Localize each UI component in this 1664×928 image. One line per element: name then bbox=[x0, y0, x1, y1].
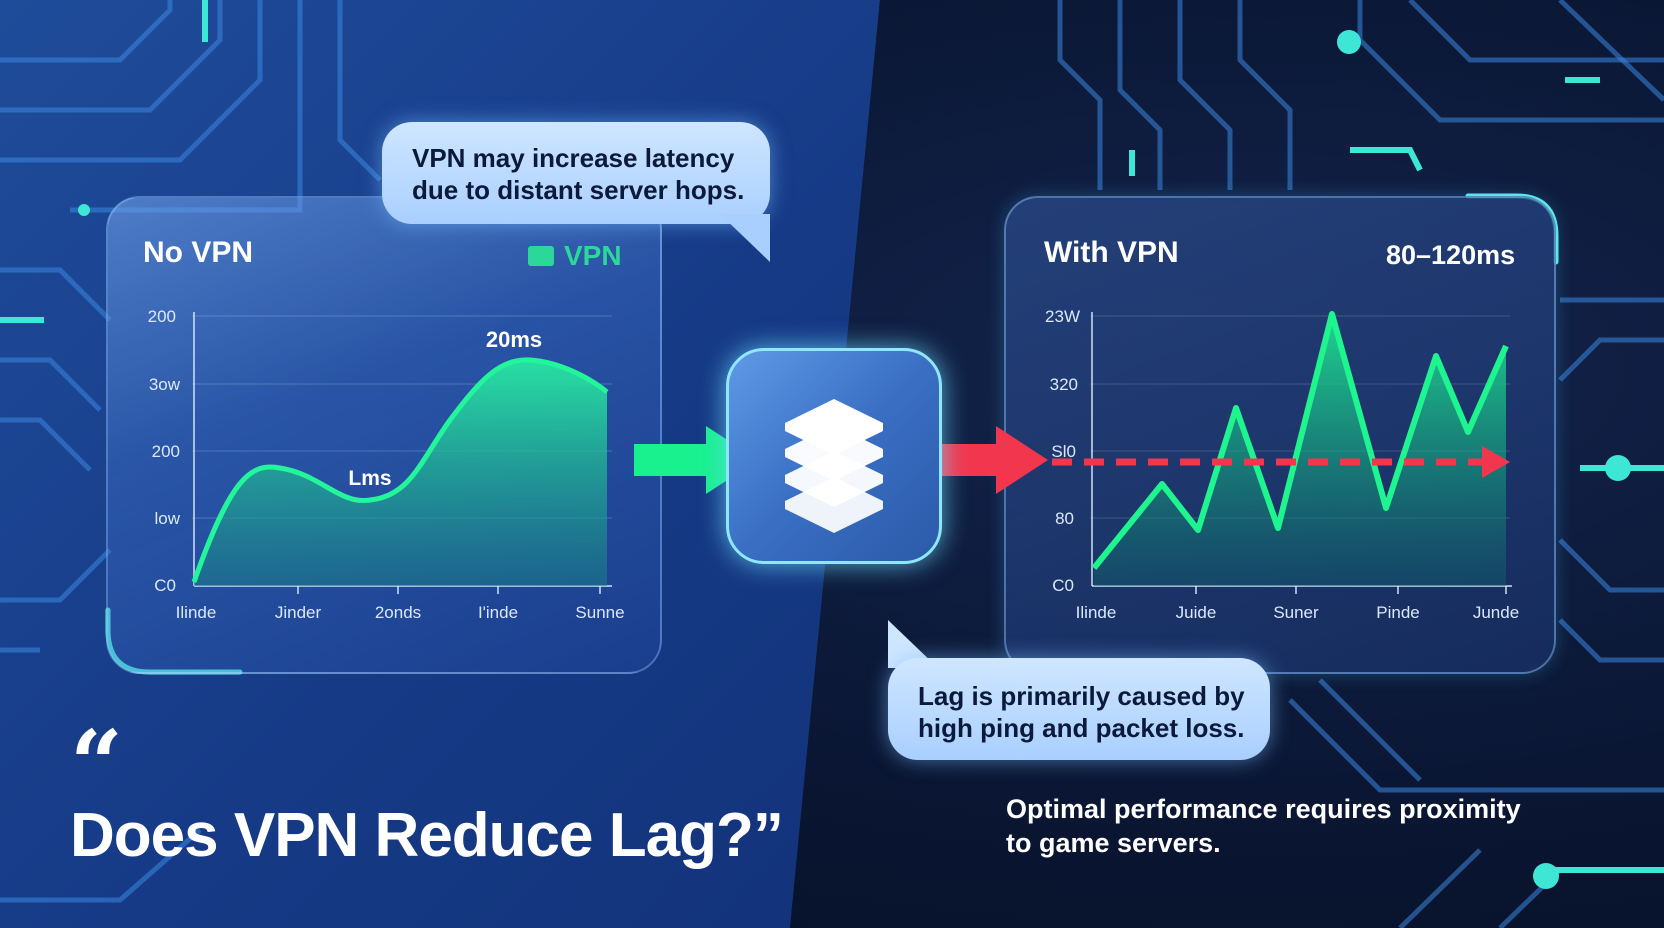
y-tick: low bbox=[154, 509, 180, 528]
footnote-line: Optimal performance requires proximity bbox=[1006, 794, 1521, 824]
callout-line: Lag is primarily caused by bbox=[918, 681, 1245, 711]
lag-cause-callout: Lag is primarily caused by high ping and… bbox=[888, 658, 1270, 760]
page-title: Does VPN Reduce Lag?” bbox=[70, 801, 784, 870]
no-vpn-title: No VPN bbox=[143, 236, 254, 269]
x-tick: Pinde bbox=[1376, 603, 1419, 622]
callout-line: due to distant server hops. bbox=[412, 175, 745, 205]
x-tick: Suner bbox=[1273, 603, 1319, 622]
dip-annotation: Lms bbox=[348, 467, 391, 490]
y-tick: 200 bbox=[152, 442, 180, 461]
y-tick: 80 bbox=[1055, 509, 1074, 528]
no-vpn-area bbox=[194, 359, 607, 586]
server-stack-icon bbox=[785, 399, 883, 533]
average-latency-arrowhead bbox=[1482, 446, 1510, 478]
y-tick: 320 bbox=[1050, 375, 1078, 394]
latency-callout: VPN may increase latency due to distant … bbox=[382, 122, 770, 224]
with-vpn-line bbox=[1091, 311, 1509, 570]
x-tick: I'inde bbox=[478, 603, 518, 622]
legend-label: VPN bbox=[564, 240, 622, 271]
y-tick: C0 bbox=[1052, 576, 1074, 595]
x-tick: Juide bbox=[1176, 603, 1217, 622]
callout-line: VPN may increase latency bbox=[412, 143, 735, 173]
with-vpn-title: With VPN bbox=[1044, 236, 1179, 269]
x-tick: 2onds bbox=[375, 603, 421, 622]
footnote: Optimal performance requires proximity t… bbox=[1006, 792, 1566, 860]
x-tick: Ilinde bbox=[176, 603, 217, 622]
peak-annotation: 20ms bbox=[486, 327, 542, 352]
latency-range: 80–120ms bbox=[1386, 240, 1516, 270]
y-tick: Sl0 bbox=[1051, 442, 1076, 461]
opening-quote-mark: “ bbox=[70, 710, 123, 818]
y-tick: 23W bbox=[1045, 307, 1080, 326]
x-tick: Ilinde bbox=[1076, 603, 1117, 622]
y-tick: C0 bbox=[154, 576, 176, 595]
footnote-line: to game servers. bbox=[1006, 828, 1221, 858]
vpn-server-box bbox=[726, 348, 942, 564]
y-tick: 3ow bbox=[149, 375, 181, 394]
x-tick: Jinder bbox=[275, 603, 322, 622]
legend: VPN bbox=[528, 240, 622, 272]
no-vpn-line bbox=[191, 357, 609, 583]
callout-line: high ping and packet loss. bbox=[918, 713, 1245, 743]
legend-swatch bbox=[528, 246, 554, 266]
y-tick: 200 bbox=[148, 307, 176, 326]
x-tick: Junde bbox=[1473, 603, 1519, 622]
x-tick: Sunne bbox=[575, 603, 624, 622]
